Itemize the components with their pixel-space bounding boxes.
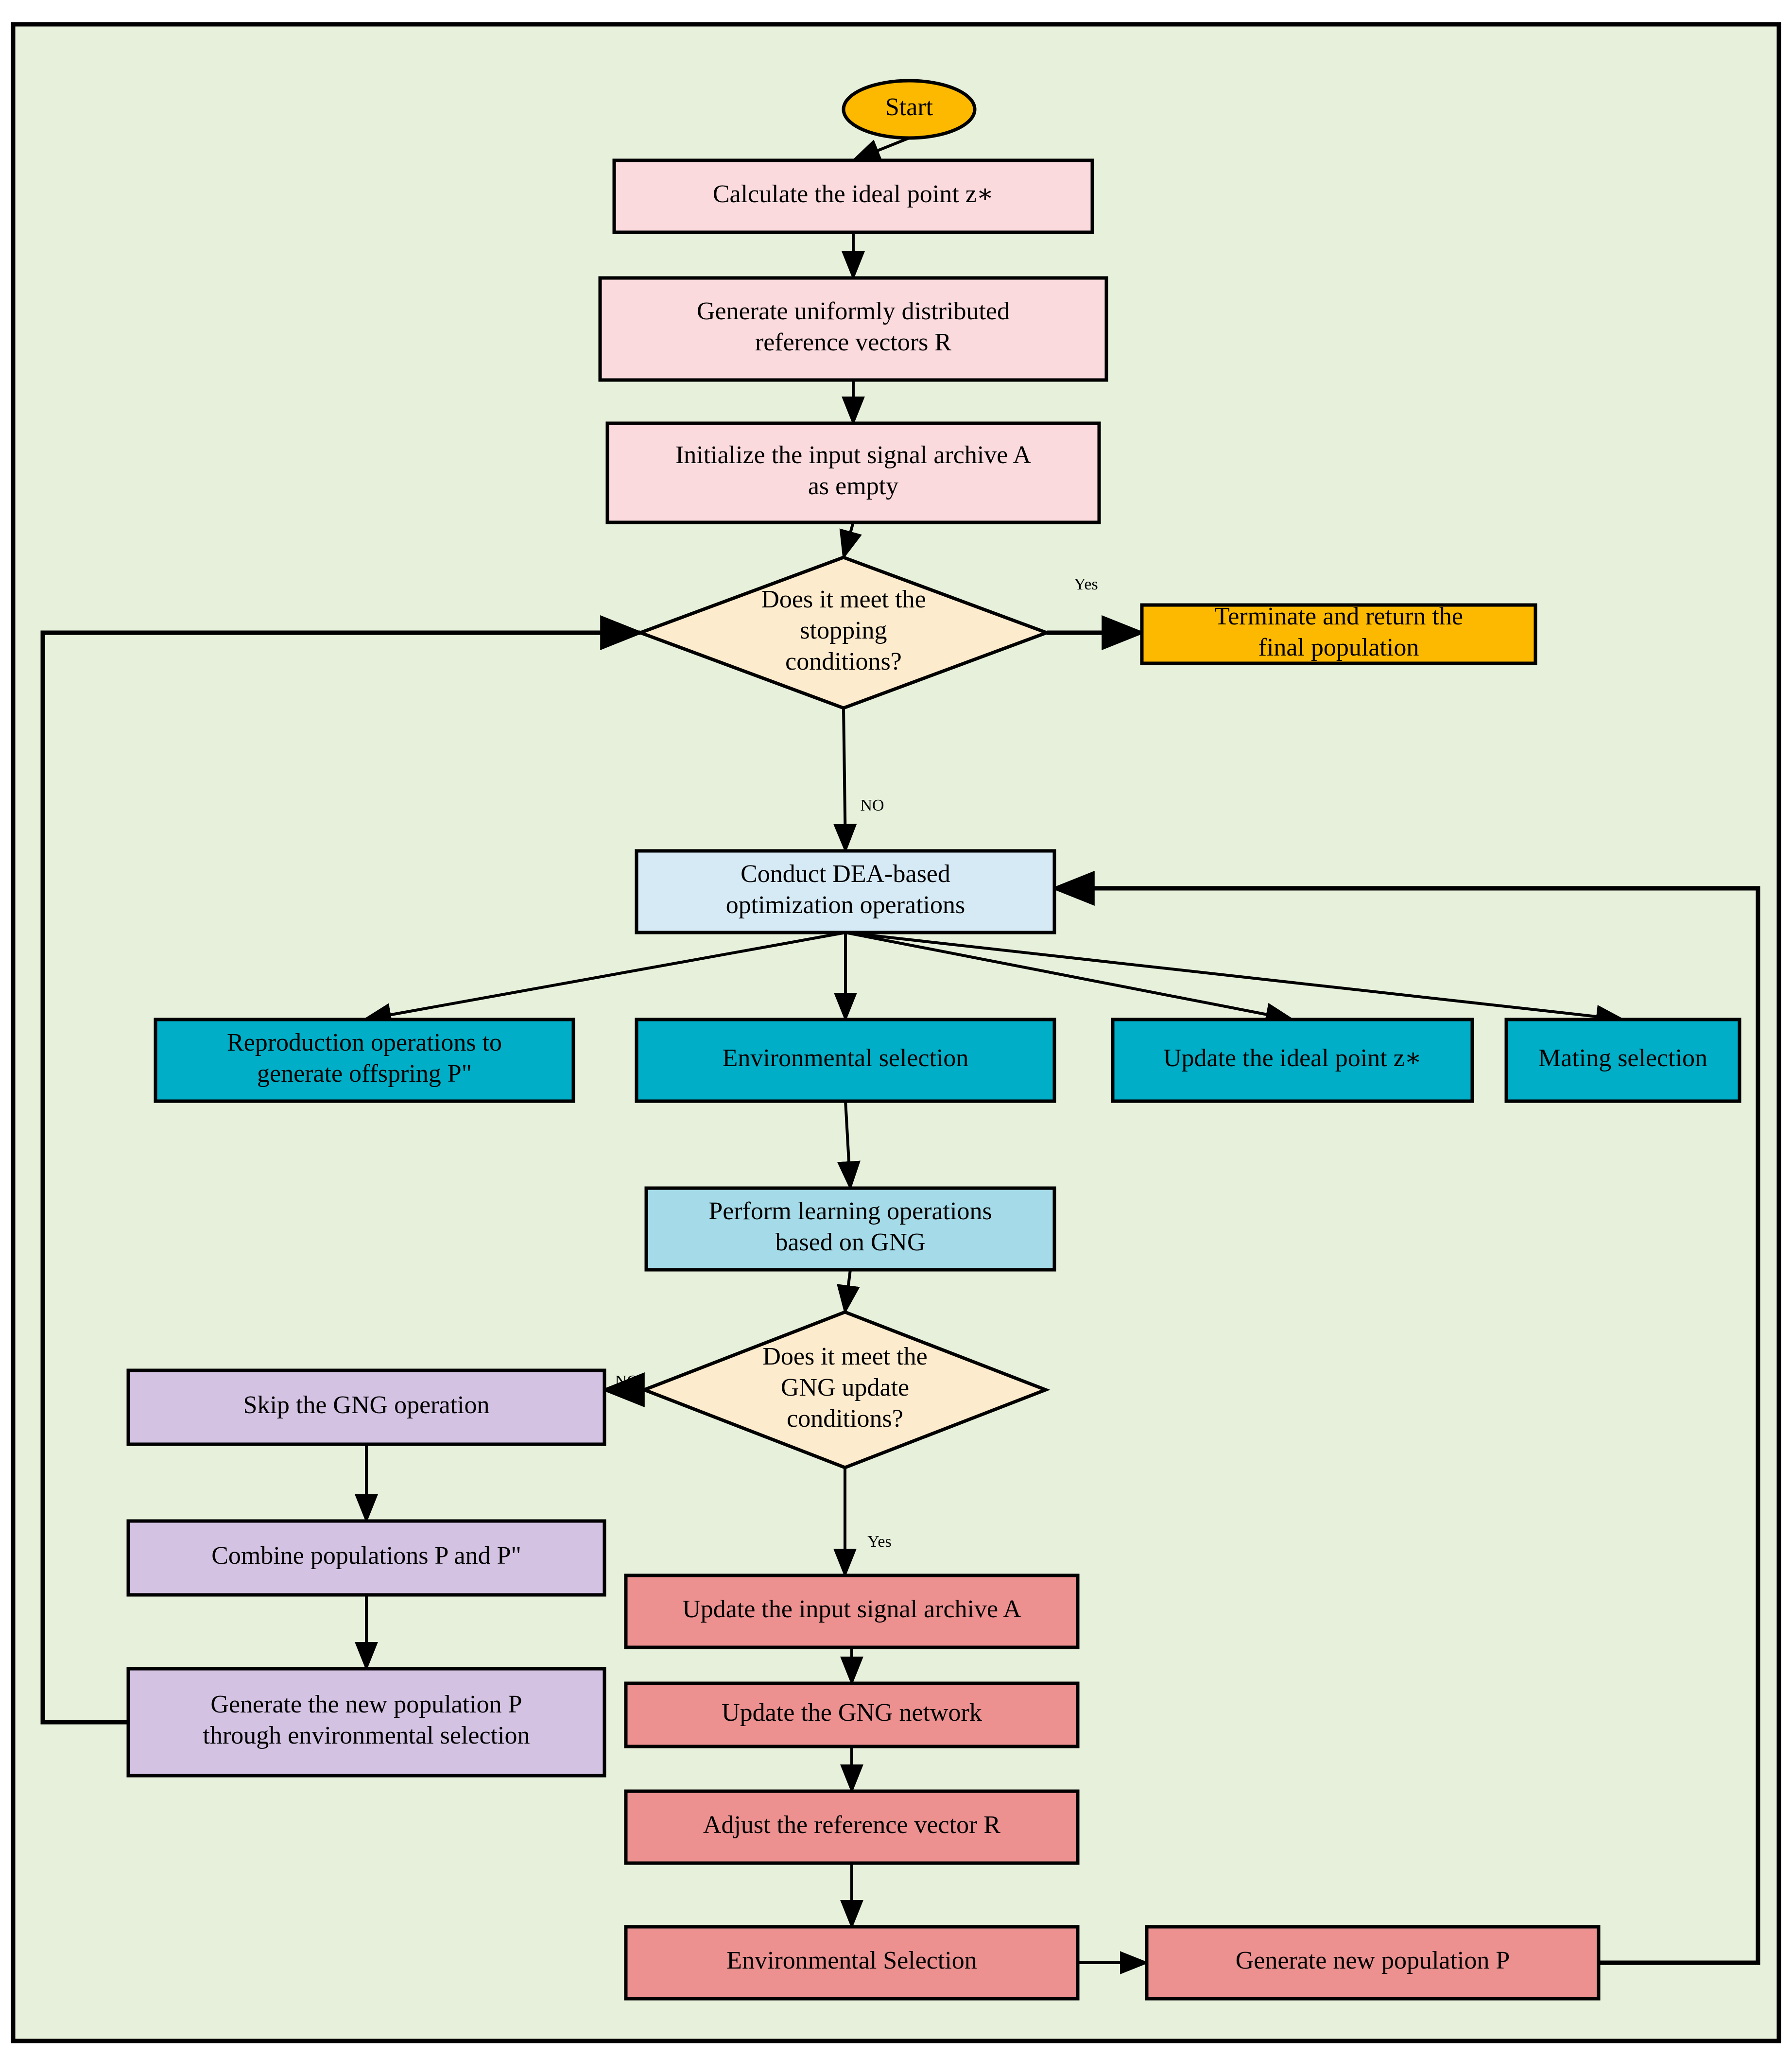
edge-init_archive-to-stop_cond xyxy=(839,522,862,560)
node-label: optimization operations xyxy=(726,891,965,919)
edge-start-to-calc_ideal xyxy=(851,137,910,162)
node-label: Environmental Selection xyxy=(726,1947,977,1974)
node-label: stopping xyxy=(800,617,887,644)
node-label: Update the ideal point z∗ xyxy=(1163,1044,1422,1072)
edge-perform_gng-to-gng_cond xyxy=(837,1269,860,1314)
edge-label-1: NO xyxy=(860,796,884,814)
node-gen_ref[interactable]: Generate uniformly distributed reference … xyxy=(598,276,1108,382)
node-label: Mating selection xyxy=(1538,1044,1707,1072)
node-shape-rect xyxy=(1111,1018,1474,1103)
node-label: Skip the GNG operation xyxy=(243,1391,490,1419)
node-upd_archive[interactable]: Update the input signal archive A xyxy=(624,1573,1080,1649)
node-shape-rect xyxy=(644,1186,1056,1272)
edge-dea-to-upd_ideal xyxy=(845,931,1295,1026)
node-gen_new_env[interactable]: Generate the new population P through env… xyxy=(126,1667,606,1778)
node-env_sel_2[interactable]: Environmental Selection xyxy=(624,1925,1080,2001)
node-shape-rect xyxy=(624,1789,1080,1865)
node-label: Initialize the input signal archive A xyxy=(675,441,1032,469)
node-label: Calculate the ideal point z∗ xyxy=(713,180,994,208)
node-label: final population xyxy=(1258,634,1419,661)
node-label: Update the GNG network xyxy=(722,1699,982,1727)
node-gen_new_pop[interactable]: Generate new population P xyxy=(1145,1925,1601,2001)
node-skip_gng[interactable]: Skip the GNG operation xyxy=(126,1368,606,1446)
node-label: Does it meet the xyxy=(762,1343,927,1370)
node-label: based on GNG xyxy=(775,1228,925,1256)
node-shape-ellipse xyxy=(842,79,977,140)
edge-gen_new_env-to-stop_cond xyxy=(40,615,644,1725)
edge-label-0: Yes xyxy=(1074,575,1098,593)
node-shape-rect xyxy=(624,1573,1080,1649)
node-label: Conduct DEA-based xyxy=(741,860,950,888)
node-shape-rect xyxy=(635,849,1056,934)
node-label: Reproduction operations to xyxy=(227,1029,502,1056)
node-upd_ideal[interactable]: Update the ideal point z∗ xyxy=(1111,1018,1474,1103)
node-shape-rect xyxy=(126,1519,606,1597)
node-label: Combine populations P and P" xyxy=(211,1542,521,1570)
edge-dea-to-reproduce xyxy=(362,931,846,1026)
node-shape-rect xyxy=(635,1018,1056,1103)
node-adjust_ref[interactable]: Adjust the reference vector R xyxy=(624,1789,1080,1865)
node-env_sel_1[interactable]: Environmental selection xyxy=(635,1018,1056,1103)
node-label: through environmental selection xyxy=(203,1722,530,1749)
node-start[interactable]: Start xyxy=(842,79,977,140)
edge-dea-to-mating xyxy=(845,931,1625,1028)
edge-stop_cond-to-dea xyxy=(833,708,857,853)
node-shape-rect xyxy=(605,421,1101,524)
node-stop_cond[interactable]: Does it meet the stopping conditions? xyxy=(635,555,1052,710)
node-shape-rect xyxy=(1140,603,1537,665)
node-label: Adjust the reference vector R xyxy=(703,1811,1000,1839)
node-shape-rect xyxy=(612,158,1094,234)
node-shape-diamond xyxy=(639,1310,1051,1469)
node-label: Generate uniformly distributed xyxy=(697,297,1010,325)
node-mating[interactable]: Mating selection xyxy=(1504,1018,1741,1103)
node-init_archive[interactable]: Initialize the input signal archive A as … xyxy=(605,421,1101,524)
node-label: reference vectors R xyxy=(755,328,952,356)
node-shape-rect xyxy=(598,276,1108,382)
node-label: conditions? xyxy=(785,648,902,675)
node-shape-rect xyxy=(126,1667,606,1778)
node-shape-rect xyxy=(126,1368,606,1446)
node-label: conditions? xyxy=(787,1405,903,1433)
node-label: Perform learning operations xyxy=(708,1197,992,1225)
node-shape-diamond xyxy=(635,555,1052,710)
node-label: Does it meet the xyxy=(761,586,926,613)
node-label: Generate the new population P xyxy=(210,1691,522,1718)
edge-label-2: NO xyxy=(615,1372,638,1390)
edge-layer xyxy=(40,137,1760,1974)
edge-label-3: Yes xyxy=(867,1533,891,1551)
edge-gen_new_pop-to-dea xyxy=(1051,871,1760,1965)
edge-env_sel_1-to-perform_gng xyxy=(837,1101,861,1191)
node-calc_ideal[interactable]: Calculate the ideal point z∗ xyxy=(612,158,1094,234)
node-shape-rect xyxy=(1504,1018,1741,1103)
node-terminate[interactable]: Terminate and return the final population xyxy=(1140,603,1537,665)
node-upd_gng[interactable]: Update the GNG network xyxy=(624,1681,1080,1748)
node-label: as empty xyxy=(808,472,898,500)
node-label: generate offspring P" xyxy=(257,1060,472,1088)
node-reproduce[interactable]: Reproduction operations to generate offsp… xyxy=(154,1018,575,1103)
node-shape-rect xyxy=(624,1925,1080,2001)
node-perform_gng[interactable]: Perform learning operations based on GNG xyxy=(644,1186,1056,1272)
node-label: Generate new population P xyxy=(1236,1947,1510,1974)
node-label: Environmental selection xyxy=(723,1044,969,1072)
node-combine[interactable]: Combine populations P and P" xyxy=(126,1519,606,1597)
node-label: GNG update xyxy=(781,1374,909,1401)
node-shape-rect xyxy=(1145,1925,1601,2001)
node-label: Start xyxy=(885,93,933,121)
node-dea[interactable]: Conduct DEA-based optimization operations xyxy=(635,849,1056,934)
node-label: Terminate and return the xyxy=(1214,603,1463,630)
node-shape-rect xyxy=(624,1681,1080,1748)
node-label: Update the input signal archive A xyxy=(682,1595,1021,1623)
node-shape-rect xyxy=(154,1018,575,1103)
